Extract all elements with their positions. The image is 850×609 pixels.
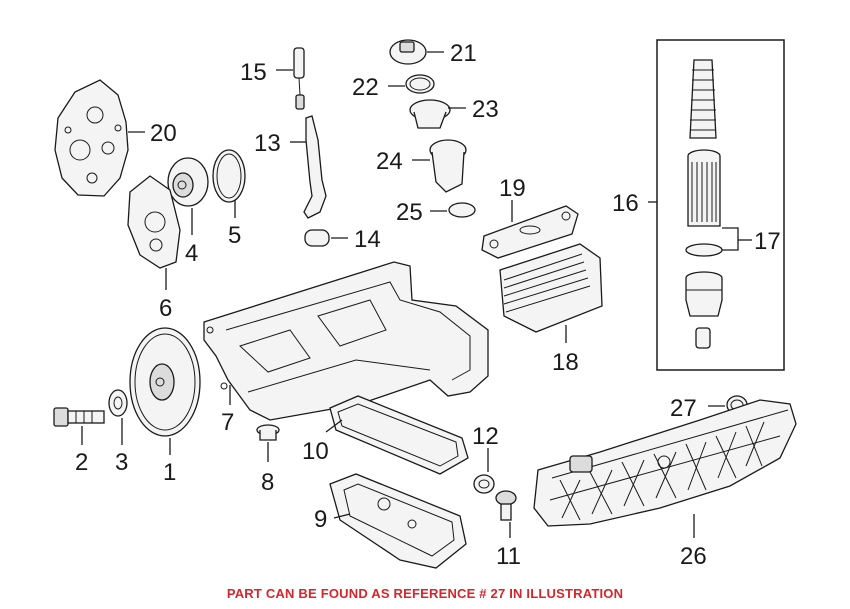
callout-22: 22 xyxy=(352,74,379,101)
part-16-drain-valve xyxy=(695,327,711,349)
callout-2: 2 xyxy=(75,449,88,476)
part-24-elbow xyxy=(429,139,467,193)
part-16-filter-housing xyxy=(685,271,723,317)
part-23-filler-neck xyxy=(409,99,451,129)
callout-4: 4 xyxy=(185,240,198,267)
part-26-intake-manifold xyxy=(533,399,797,527)
callout-16: 16 xyxy=(612,190,639,217)
part-4-pulley xyxy=(167,157,209,207)
callout-18: 18 xyxy=(552,349,579,376)
callout-21: 21 xyxy=(450,40,477,67)
part-7-oil-pan-upper xyxy=(203,261,489,421)
part-18-oil-cooler xyxy=(499,243,603,333)
callout-5: 5 xyxy=(228,222,241,249)
part-6-cover-plate xyxy=(127,175,181,269)
part-15-sensor xyxy=(293,47,305,110)
part-8-drain-plug xyxy=(256,424,280,441)
callout-6: 6 xyxy=(159,295,172,322)
part-17-filter-element xyxy=(687,149,721,227)
part-20-timing-cover xyxy=(54,79,129,197)
part-25-o-ring xyxy=(448,202,476,218)
callout-27: 27 xyxy=(670,395,697,422)
part-5-seal-ring xyxy=(212,149,246,203)
footer-note: PART CAN BE FOUND AS REFERENCE # 27 IN I… xyxy=(226,586,624,601)
callout-24: 24 xyxy=(376,148,403,175)
callout-20: 20 xyxy=(150,120,177,147)
part-12-washer xyxy=(473,474,495,494)
callout-10: 10 xyxy=(302,438,329,465)
part-1-damper xyxy=(129,327,201,437)
part-16-filter-spring xyxy=(689,59,717,139)
part-11-drain-screw xyxy=(495,490,517,521)
part-3-washer xyxy=(108,389,128,417)
callout-12: 12 xyxy=(472,423,499,450)
callout-9: 9 xyxy=(314,506,327,533)
callout-15: 15 xyxy=(240,59,267,86)
callout-8: 8 xyxy=(261,469,274,496)
callout-13: 13 xyxy=(254,130,281,157)
callout-26: 26 xyxy=(680,543,707,570)
callout-19: 19 xyxy=(499,175,526,202)
callout-1: 1 xyxy=(163,459,176,486)
part-17-filter-seal xyxy=(685,243,723,257)
callout-14: 14 xyxy=(354,226,381,253)
part-16-filter-kit-box xyxy=(656,39,785,371)
part-9-oil-pan-lower xyxy=(329,473,467,569)
callout-23: 23 xyxy=(472,96,499,123)
callout-25: 25 xyxy=(396,199,423,226)
callout-17: 17 xyxy=(754,228,781,255)
callout-3: 3 xyxy=(115,449,128,476)
part-21-filler-cap xyxy=(389,39,427,65)
callout-11: 11 xyxy=(496,543,521,570)
part-10-pan-gasket xyxy=(329,395,469,475)
part-19-cooler-gasket xyxy=(481,205,579,259)
part-13-dipstick-tube xyxy=(303,115,327,219)
part-2-bolt xyxy=(53,407,105,427)
part-14-grommet xyxy=(304,229,330,247)
callout-7: 7 xyxy=(221,409,234,436)
